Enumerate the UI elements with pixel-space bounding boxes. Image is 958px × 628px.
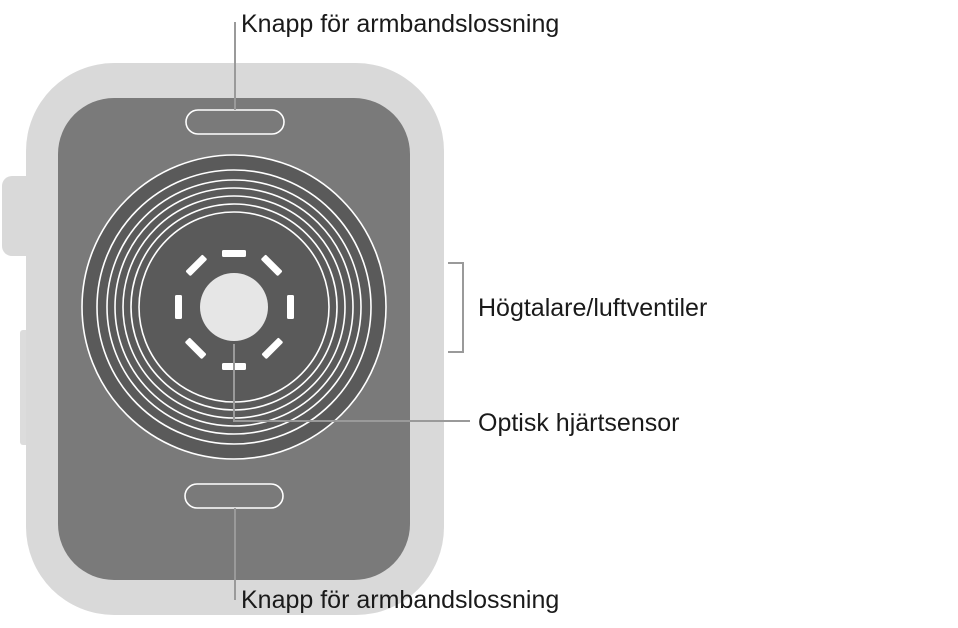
led-left — [175, 295, 182, 319]
label-band-release-top: Knapp för armbandslossning — [241, 10, 559, 38]
leader-line-heart-sensor — [233, 344, 470, 422]
led-segments — [175, 250, 294, 370]
speaker-vents-bracket — [448, 262, 464, 353]
led-top-right — [261, 255, 282, 276]
label-band-release-bottom: Knapp för armbandslossning — [241, 586, 559, 614]
leader-lines — [233, 22, 470, 600]
band-release-button-bottom — [184, 483, 284, 509]
label-speaker-vents: Högtalare/luftventiler — [478, 294, 707, 322]
optical-sensor-lens — [200, 273, 268, 341]
sensor-ring-3 — [114, 187, 354, 427]
led-top-left — [186, 255, 207, 276]
band-release-button-top — [185, 109, 285, 135]
sensor-ring-1 — [96, 169, 372, 445]
label-heart-sensor: Optisk hjärtsensor — [478, 409, 679, 437]
led-top — [222, 250, 246, 257]
led-bottom-left — [185, 338, 206, 359]
led-right — [287, 295, 294, 319]
led-bottom-right — [262, 338, 283, 359]
sensor-ring-2 — [106, 179, 362, 435]
